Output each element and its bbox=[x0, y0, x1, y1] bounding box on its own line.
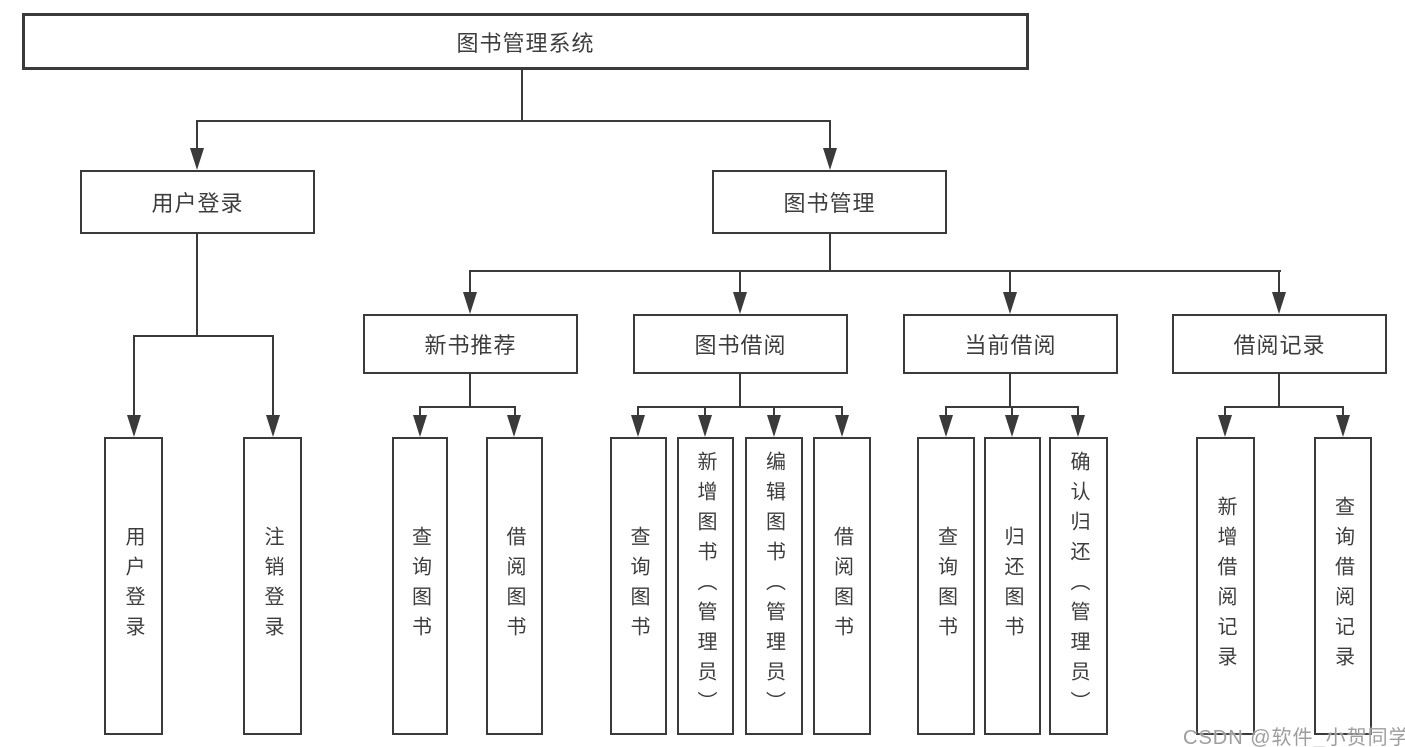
connector-line bbox=[1278, 374, 1280, 408]
arrow-down-icon bbox=[631, 415, 645, 437]
connector-line bbox=[419, 406, 516, 408]
connector-line bbox=[1011, 406, 1013, 418]
connector-line bbox=[739, 374, 741, 408]
node-library-system: 图书管理系统 bbox=[22, 13, 1029, 70]
connector-line bbox=[1278, 270, 1280, 294]
node-add-borrow-record: 新增借阅记录 bbox=[1196, 437, 1255, 735]
connector-line bbox=[773, 406, 775, 418]
node-confirm-return-admin: 确认归还（管理员） bbox=[1049, 437, 1108, 735]
watermark: CSDN @软件_小贺同学 bbox=[1183, 727, 1405, 747]
arrow-down-icon bbox=[939, 415, 953, 437]
arrow-down-icon bbox=[1003, 292, 1017, 314]
arrow-down-icon bbox=[507, 415, 521, 437]
connector-line bbox=[1009, 374, 1011, 408]
connector-line bbox=[704, 406, 706, 418]
node-book-management: 图书管理 bbox=[712, 170, 947, 234]
connector-line bbox=[133, 335, 135, 418]
connector-line bbox=[1077, 406, 1079, 418]
arrow-down-icon bbox=[1218, 415, 1232, 437]
node-query-books-current: 查询图书 bbox=[917, 437, 975, 735]
connector-line bbox=[521, 70, 523, 122]
node-book-borrowing: 图书借阅 bbox=[633, 314, 848, 374]
arrow-down-icon bbox=[266, 415, 280, 437]
connector-line bbox=[1224, 406, 1344, 408]
arrow-down-icon bbox=[1071, 415, 1085, 437]
arrow-down-icon bbox=[1005, 415, 1019, 437]
node-borrow-books-borrowing: 借阅图书 bbox=[813, 437, 871, 735]
arrow-down-icon bbox=[413, 415, 427, 437]
connector-line bbox=[419, 406, 421, 418]
connector-line bbox=[514, 406, 516, 418]
connector-line bbox=[739, 270, 741, 294]
node-query-books-borrowing: 查询图书 bbox=[610, 437, 667, 735]
node-new-book-recommend: 新书推荐 bbox=[363, 314, 578, 374]
connector-line bbox=[1342, 406, 1344, 418]
connector-line bbox=[637, 406, 639, 418]
connector-line bbox=[469, 270, 471, 294]
node-borrow-records: 借阅记录 bbox=[1172, 314, 1387, 374]
arrow-down-icon bbox=[767, 415, 781, 437]
node-current-borrowing: 当前借阅 bbox=[903, 314, 1118, 374]
arrow-down-icon bbox=[127, 415, 141, 437]
connector-line bbox=[196, 120, 198, 150]
arrow-down-icon bbox=[190, 148, 204, 170]
connector-line bbox=[469, 270, 1281, 272]
arrow-down-icon bbox=[698, 415, 712, 437]
connector-line bbox=[945, 406, 947, 418]
connector-line bbox=[272, 335, 274, 418]
connector-line bbox=[829, 120, 831, 150]
node-user-login-action: 用户登录 bbox=[104, 437, 163, 735]
connector-line bbox=[469, 374, 471, 408]
node-query-books-recommend: 查询图书 bbox=[392, 437, 448, 735]
arrow-down-icon bbox=[1336, 415, 1350, 437]
connector-line bbox=[1009, 270, 1011, 294]
connector-line bbox=[637, 406, 843, 408]
connector-line bbox=[133, 335, 274, 337]
connector-line bbox=[1224, 406, 1226, 418]
arrow-down-icon bbox=[1272, 292, 1286, 314]
arrow-down-icon bbox=[733, 292, 747, 314]
node-add-books-admin: 新增图书（管理员） bbox=[677, 437, 734, 735]
connector-line bbox=[196, 234, 198, 337]
connector-line bbox=[841, 406, 843, 418]
arrow-down-icon bbox=[835, 415, 849, 437]
connector-line bbox=[829, 234, 831, 272]
node-edit-books-admin: 编辑图书（管理员） bbox=[745, 437, 803, 735]
arrow-down-icon bbox=[463, 292, 477, 314]
node-borrow-books-recommend: 借阅图书 bbox=[486, 437, 543, 735]
connector-line bbox=[196, 120, 831, 122]
node-query-borrow-record: 查询借阅记录 bbox=[1314, 437, 1372, 735]
node-return-books: 归还图书 bbox=[984, 437, 1041, 735]
node-logout-action: 注销登录 bbox=[243, 437, 302, 735]
node-user-login: 用户登录 bbox=[80, 170, 315, 234]
arrow-down-icon bbox=[823, 148, 837, 170]
